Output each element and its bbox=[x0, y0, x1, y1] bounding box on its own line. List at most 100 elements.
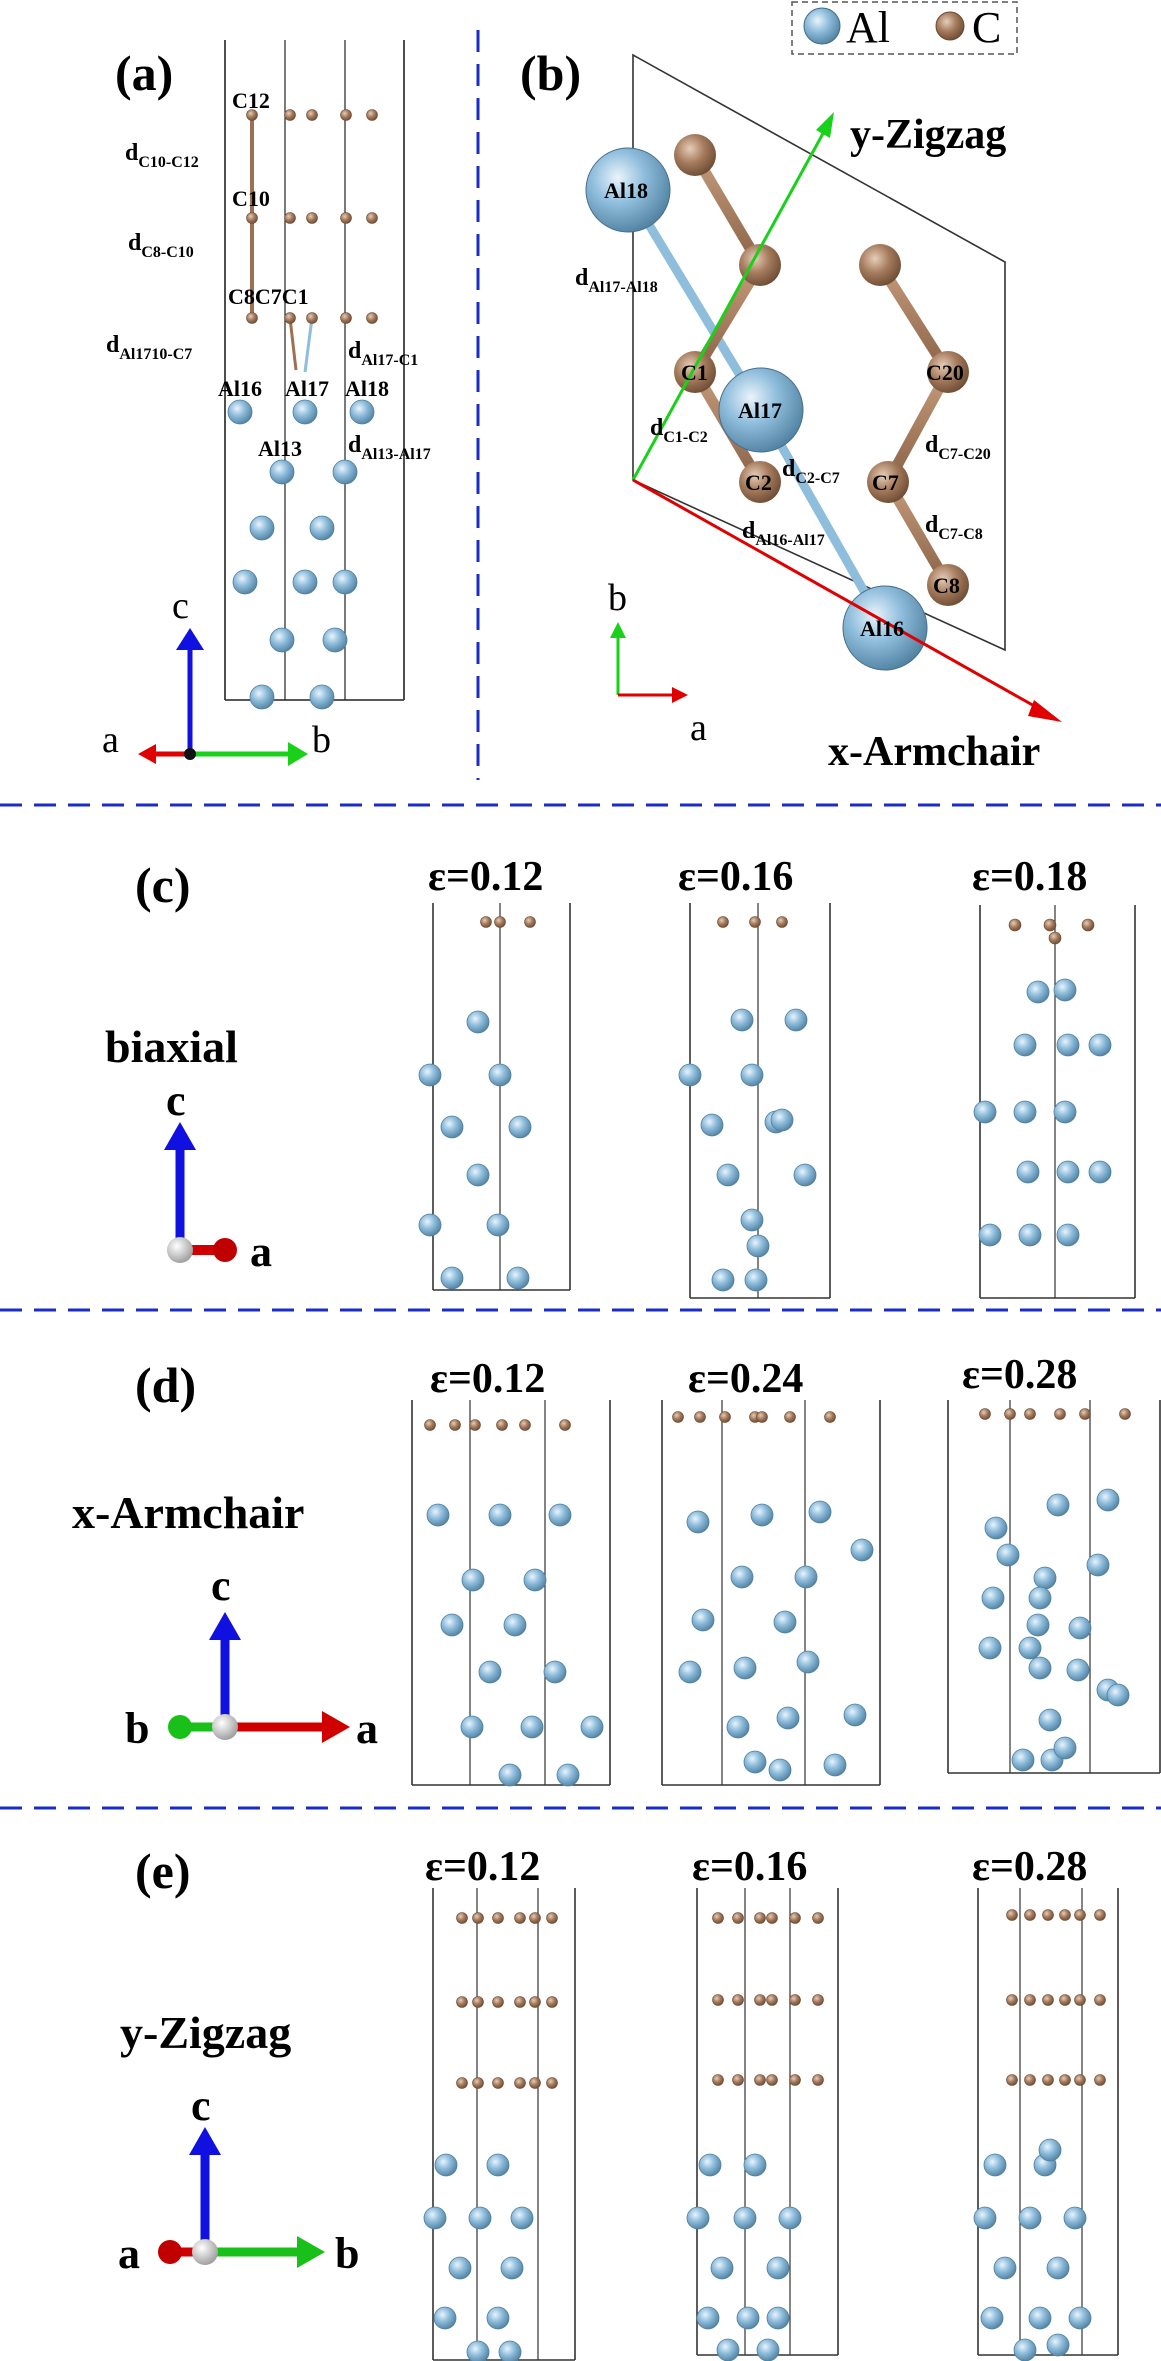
c-atom bbox=[546, 1912, 558, 1924]
al-atom bbox=[740, 1208, 764, 1232]
c-atom bbox=[784, 1411, 796, 1423]
c-atom bbox=[1024, 1994, 1036, 2006]
panel-a-labels: C12 C10 C8C7C1 Al16 Al17 Al18 Al13 bbox=[218, 88, 389, 461]
al-atom bbox=[486, 1213, 510, 1237]
al-atom bbox=[993, 2256, 1017, 2280]
label-c8: C8 bbox=[933, 573, 960, 598]
c-atom bbox=[776, 916, 788, 928]
c-atom bbox=[456, 1912, 468, 1924]
al-atom bbox=[322, 627, 348, 653]
atom-c2 bbox=[739, 461, 781, 503]
panel-c: (c) biaxial c a ε=0.12 ε=0.16 ε=0.18 bbox=[105, 854, 1136, 1299]
c-atom bbox=[469, 1419, 481, 1431]
atom-c8 bbox=[927, 564, 969, 606]
legend-al-marker bbox=[803, 7, 841, 45]
atom-label-al17: Al17 bbox=[285, 376, 329, 401]
al-atom bbox=[766, 2256, 790, 2280]
c-atom bbox=[756, 1411, 768, 1423]
al-atom bbox=[743, 2153, 767, 2177]
c-atom bbox=[1059, 2074, 1071, 2086]
c-atom bbox=[480, 916, 492, 928]
al-atom bbox=[423, 2206, 447, 2230]
al-atom bbox=[1068, 2306, 1092, 2330]
al-atom bbox=[548, 1503, 572, 1527]
al-atom bbox=[332, 569, 358, 595]
al-atom bbox=[978, 1223, 1002, 1247]
c-atom bbox=[1054, 1408, 1066, 1420]
label-c7: C7 bbox=[872, 470, 899, 495]
axis-a-label: a bbox=[250, 1227, 272, 1276]
c-atom bbox=[340, 312, 352, 324]
label-al16: Al16 bbox=[860, 616, 904, 641]
axis-c-label: c bbox=[166, 1076, 186, 1125]
al-atom bbox=[1028, 1586, 1052, 1610]
panel-a-bonds bbox=[250, 115, 314, 373]
c-atom bbox=[1094, 1994, 1106, 2006]
al-atom bbox=[773, 1610, 797, 1634]
c-atom bbox=[284, 312, 296, 324]
al-atom bbox=[292, 399, 318, 425]
al-atom bbox=[1013, 1033, 1037, 1057]
panel-e-cells bbox=[423, 1888, 1119, 2361]
al-atom bbox=[461, 1568, 485, 1592]
panel-b: (b) bbox=[520, 45, 1062, 775]
c-atom bbox=[1024, 1408, 1036, 1420]
c-atom bbox=[1074, 2074, 1086, 2086]
al-atom bbox=[466, 2340, 490, 2361]
panel-d-axes: c b a bbox=[125, 1561, 378, 1753]
al-atom bbox=[543, 1660, 567, 1684]
al-atom bbox=[984, 1516, 1008, 1540]
al-atom bbox=[746, 1234, 770, 1258]
dist-al17-al18: dAl17-Al18 bbox=[575, 265, 658, 296]
al-atom bbox=[498, 1763, 522, 1787]
x-armchair-arrow bbox=[632, 478, 1046, 714]
al-atom bbox=[440, 1115, 464, 1139]
c-atom bbox=[306, 109, 318, 121]
c-atom bbox=[496, 1419, 508, 1431]
c-atom bbox=[1059, 1909, 1071, 1921]
al-atom bbox=[466, 1163, 490, 1187]
c-atom bbox=[366, 109, 378, 121]
panel-b-atom-labels: Al18 Al17 Al16 C1 C2 C7 C8 C20 bbox=[604, 178, 964, 641]
al-atom bbox=[460, 1715, 484, 1739]
al-atom bbox=[1056, 1160, 1080, 1184]
atom-al16 bbox=[842, 585, 928, 671]
c-atom bbox=[719, 1411, 731, 1423]
axis-b-label: b bbox=[335, 2229, 359, 2278]
al-atom bbox=[498, 2340, 522, 2361]
panel-b-cell bbox=[632, 53, 1006, 652]
al-atom bbox=[1013, 2338, 1037, 2361]
al-atom bbox=[1068, 1616, 1092, 1640]
al-atom bbox=[1028, 1656, 1052, 1680]
al-atom bbox=[503, 1613, 527, 1637]
label-c1: C1 bbox=[681, 360, 708, 385]
c-atom bbox=[492, 2077, 504, 2089]
dist-c1-c2: dC1-C2 bbox=[650, 415, 708, 446]
c-atom bbox=[514, 1912, 526, 1924]
al-atom bbox=[434, 2153, 458, 2177]
atom-label-al18: Al18 bbox=[345, 376, 389, 401]
c-atom bbox=[766, 2074, 778, 2086]
al-atom bbox=[1038, 2138, 1062, 2162]
c-atom bbox=[1074, 1994, 1086, 2006]
axis-b-label: b bbox=[125, 1704, 149, 1753]
c-atom bbox=[284, 109, 296, 121]
c-atom bbox=[546, 2077, 558, 2089]
atom-c-upper-left bbox=[739, 244, 781, 286]
strain-c-3: ε=0.18 bbox=[972, 854, 1087, 900]
axis-c-label: c bbox=[211, 1561, 231, 1610]
al-atom bbox=[440, 1613, 464, 1637]
al-atom bbox=[1063, 2206, 1087, 2230]
y-zigzag-arrow bbox=[631, 127, 828, 481]
panel-e-mode: y-Zigzag bbox=[120, 2007, 291, 2058]
al-atom bbox=[794, 1565, 818, 1589]
y-zigzag-label: y-Zigzag bbox=[850, 112, 1006, 158]
al-atom bbox=[1056, 1223, 1080, 1247]
panel-d-cells bbox=[411, 1400, 1161, 1787]
al-atom bbox=[1056, 1033, 1080, 1057]
c-atom bbox=[824, 1411, 836, 1423]
panel-e: (e) y-Zigzag c a b ε=0.12 ε=0.16 ε=0.28 bbox=[118, 1843, 1119, 2361]
al-atom bbox=[1028, 2306, 1052, 2330]
al-atom bbox=[1053, 1736, 1077, 1760]
